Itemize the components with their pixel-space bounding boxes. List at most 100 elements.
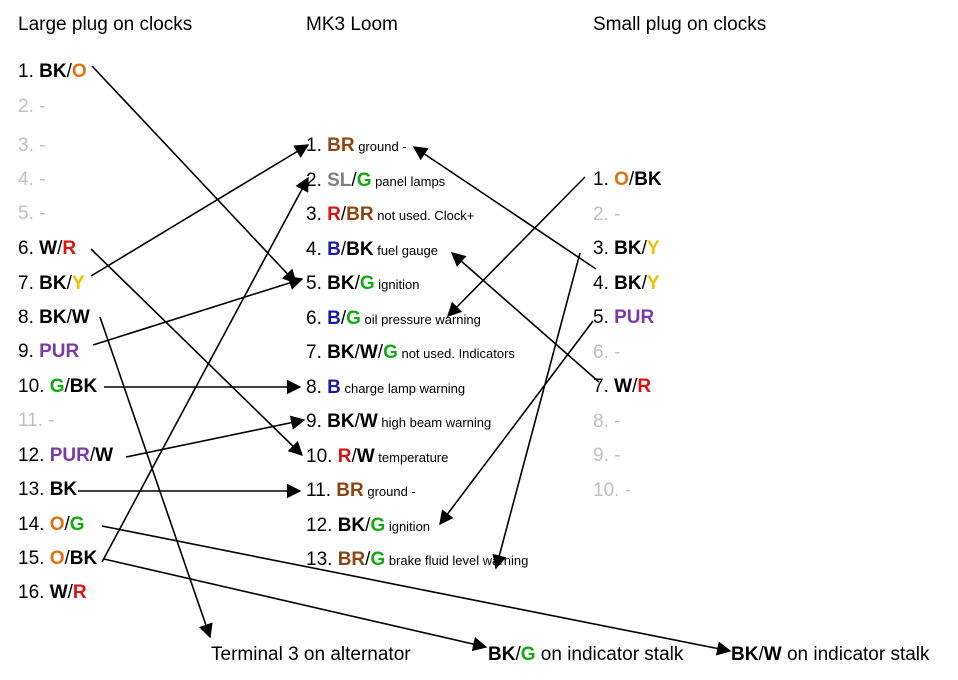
wire-color-code: B bbox=[327, 376, 341, 398]
small-pin-5: 5. PUR bbox=[593, 307, 654, 329]
pin-number: 7. bbox=[306, 342, 328, 363]
pin-number: 3. bbox=[593, 238, 615, 259]
wire-separator: / bbox=[354, 411, 360, 432]
pin-number: 4. bbox=[593, 272, 615, 294]
pin-number: 5. bbox=[306, 273, 328, 294]
loom-pin-8: 8. B charge lamp warning bbox=[306, 377, 465, 400]
pin-number: 10. bbox=[593, 479, 625, 501]
wire-color-code: BK bbox=[346, 238, 374, 260]
wire-separator: / bbox=[758, 644, 764, 665]
wire-color-code: W bbox=[39, 238, 58, 259]
connection-arrow-9 bbox=[101, 176, 309, 563]
wire-separator: / bbox=[64, 376, 70, 397]
pin-number: 8. bbox=[306, 376, 328, 398]
wire-color-code: W bbox=[614, 376, 633, 397]
large-pin-1: 1. BK/O bbox=[18, 61, 87, 83]
small-pin-10: 10. - bbox=[593, 480, 631, 502]
loom-pin-11: 11. BR ground - bbox=[306, 480, 416, 503]
wire-color-code: R bbox=[637, 376, 652, 397]
pin-number: 9. bbox=[306, 411, 328, 432]
connection-arrow-8 bbox=[99, 316, 213, 639]
large-pin-10: 10. G/BK bbox=[18, 376, 97, 398]
dest-alternator-label: Terminal 3 on alternator bbox=[211, 644, 411, 665]
wire-separator: / bbox=[377, 342, 384, 363]
loom-pin-4: 4. B/BK fuel gauge bbox=[306, 239, 438, 262]
pin-number: 7. bbox=[18, 273, 40, 294]
pin-number: 1. bbox=[593, 169, 615, 190]
wire-color-code: G bbox=[356, 169, 372, 191]
wire-color-code: R bbox=[62, 238, 77, 259]
circuit-description: not used. Indicators bbox=[397, 346, 515, 361]
pin-number: 3. bbox=[18, 135, 40, 156]
wire-separator: / bbox=[641, 238, 647, 259]
wire-color-code: G bbox=[370, 549, 386, 570]
wire-color-code: BR bbox=[336, 480, 364, 501]
wire-separator: / bbox=[64, 548, 70, 569]
pin-number: 5. bbox=[18, 203, 40, 224]
wire-separator: / bbox=[641, 272, 647, 294]
wire-separator: / bbox=[351, 445, 357, 467]
large-pin-3: 3. - bbox=[18, 135, 45, 157]
pin-number: 6. bbox=[593, 341, 615, 363]
wire-color-code: PUR bbox=[49, 445, 90, 466]
wire-color-code: BR bbox=[337, 549, 366, 570]
wire-color-code: BK bbox=[337, 514, 366, 536]
pin-number: 2. bbox=[593, 203, 615, 225]
wire-separator: / bbox=[64, 514, 70, 535]
pin-number: 11. bbox=[306, 480, 337, 501]
small-pin-3: 3. BK/Y bbox=[593, 238, 660, 260]
empty-pin-marker: - bbox=[614, 445, 621, 466]
wire-color-code: BK bbox=[69, 548, 98, 569]
pin-number: 1. bbox=[18, 61, 40, 82]
connection-arrow-12 bbox=[412, 146, 597, 270]
small-pin-9: 9. - bbox=[593, 445, 620, 467]
circuit-description: temperature bbox=[374, 449, 449, 465]
large-pin-15: 15. O/BK bbox=[18, 548, 97, 570]
pin-number: 5. bbox=[593, 307, 615, 328]
empty-pin-marker: - bbox=[48, 410, 55, 431]
wire-color-code: BK bbox=[731, 644, 759, 665]
wire-color-code: PUR bbox=[39, 341, 80, 362]
connection-arrow-11 bbox=[103, 558, 488, 652]
wire-color-code: BK bbox=[327, 411, 355, 432]
pin-number: 6. bbox=[18, 238, 40, 259]
wire-color-code: O bbox=[49, 514, 65, 535]
wire-color-code: BK bbox=[327, 342, 355, 363]
connection-arrow-10 bbox=[101, 525, 732, 656]
pin-number: 9. bbox=[18, 341, 40, 362]
wire-separator: / bbox=[66, 307, 72, 328]
circuit-description: charge lamp warning bbox=[340, 380, 466, 396]
wire-separator: / bbox=[515, 644, 521, 665]
circuit-description: high beam warning bbox=[377, 415, 492, 430]
pin-number: 3. bbox=[306, 204, 328, 225]
pin-number: 10. bbox=[306, 445, 338, 467]
wire-separator: / bbox=[57, 238, 63, 259]
large-pin-12: 12. PUR/W bbox=[18, 445, 113, 467]
wire-separator: / bbox=[628, 169, 635, 190]
wire-color-code: G bbox=[520, 644, 536, 665]
empty-pin-marker: - bbox=[39, 169, 46, 190]
wire-color-code: BK bbox=[327, 273, 355, 294]
pin-number: 16. bbox=[18, 582, 50, 603]
large-pin-5: 5. - bbox=[18, 203, 45, 225]
wire-separator: / bbox=[67, 582, 73, 603]
wire-color-code: O bbox=[49, 548, 65, 569]
circuit-description: ignition bbox=[374, 277, 420, 292]
empty-pin-marker: - bbox=[39, 203, 46, 224]
large-pin-11: 11. - bbox=[18, 410, 55, 432]
wire-color-code: Y bbox=[646, 272, 660, 294]
pin-number: 12. bbox=[18, 445, 50, 466]
circuit-description: ground - bbox=[363, 484, 416, 499]
large-pin-13: 13. BK bbox=[18, 479, 77, 501]
wire-color-code: BK bbox=[614, 238, 642, 259]
header-mk3-loom: MK3 Loom bbox=[306, 14, 398, 35]
wire-separator: / bbox=[89, 445, 96, 466]
header-large-plug: Large plug on clocks bbox=[18, 14, 193, 35]
wire-color-code: R bbox=[72, 582, 87, 603]
wire-separator: / bbox=[354, 342, 360, 363]
loom-pin-1: 1. BR ground - bbox=[306, 135, 407, 158]
wire-color-code: W bbox=[71, 307, 90, 328]
header-small-plug: Small plug on clocks bbox=[593, 14, 767, 35]
loom-pin-9: 9. BK/W high beam warning bbox=[306, 411, 491, 434]
wire-color-code: R bbox=[337, 445, 352, 467]
